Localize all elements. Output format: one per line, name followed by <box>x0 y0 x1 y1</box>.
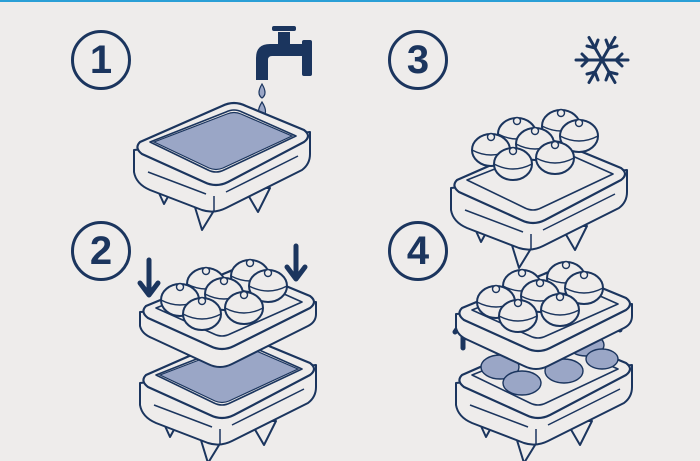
top-accent-line <box>0 0 700 2</box>
step-4-number: 4 <box>406 228 430 273</box>
arrow-down-icon <box>137 257 161 298</box>
step-2-number: 2 <box>89 228 113 273</box>
lid-tray-with-spheres <box>138 260 318 369</box>
closed-tray-with-spheres <box>449 110 629 270</box>
step-4-badge: 4 <box>388 221 448 281</box>
step-1-number: 1 <box>89 37 113 82</box>
step-1-badge: 1 <box>71 30 131 90</box>
step-3-number: 3 <box>406 37 430 82</box>
arrow-down-icon <box>284 243 308 282</box>
step-3-badge: 3 <box>388 30 448 90</box>
snowflake-icon <box>574 36 630 84</box>
faucet-icon <box>256 26 312 80</box>
tray-filled-with-water <box>132 101 312 232</box>
step-2-badge: 2 <box>71 221 131 281</box>
